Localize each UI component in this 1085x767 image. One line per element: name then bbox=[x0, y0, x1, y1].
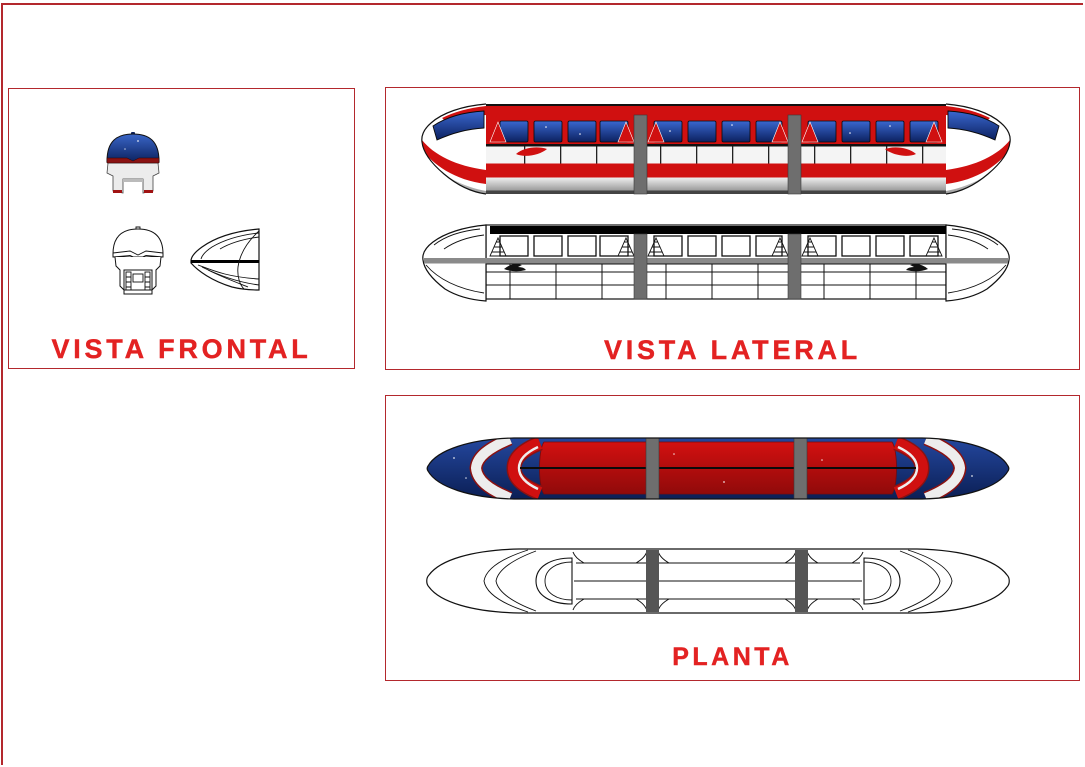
side-door-lines bbox=[524, 146, 924, 164]
sheet-frame-left-line bbox=[1, 3, 3, 765]
front-view-colored-drawing bbox=[106, 132, 160, 194]
side-view-colored-drawing bbox=[421, 103, 1012, 198]
plan-view-lineart-drawing bbox=[426, 548, 1010, 614]
plan-nose-decor-colored bbox=[469, 438, 543, 499]
nose-logo-swoosh bbox=[516, 147, 547, 156]
side-windows bbox=[499, 120, 939, 143]
side-pillar-ladders bbox=[489, 121, 943, 143]
vista-frontal-title: VISTA FRONTAL bbox=[51, 334, 312, 364]
plan-nose-decor-lineart bbox=[483, 549, 573, 613]
plan-sparkles bbox=[453, 453, 973, 483]
plan-view-colored-drawing bbox=[426, 437, 1010, 500]
side-view-lineart-drawing bbox=[422, 224, 1010, 302]
front-view-lineart-drawing bbox=[112, 226, 164, 295]
train-nose-colored bbox=[421, 103, 487, 195]
side-lineart-pillar-ladders bbox=[489, 236, 943, 257]
sheet-frame-top-line bbox=[1, 3, 1083, 5]
side-lineart-windows bbox=[499, 235, 939, 257]
panel-vista-frontal: VISTA FRONTAL bbox=[8, 88, 355, 369]
side-lineart-lower-grid bbox=[486, 263, 946, 299]
planta-title: PLANTA bbox=[672, 643, 793, 671]
vista-lateral-title: VISTA LATERAL bbox=[603, 335, 862, 365]
nose-profile-lineart-drawing bbox=[190, 228, 260, 291]
